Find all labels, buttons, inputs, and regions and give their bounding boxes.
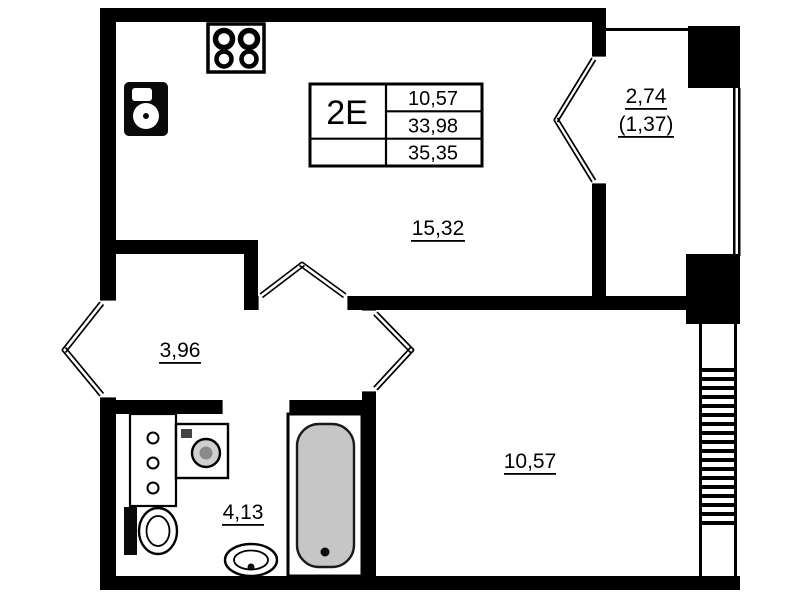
- washer-panel: [181, 429, 192, 438]
- label-underline: [222, 524, 264, 526]
- label-bedroom-area: 10,57: [504, 450, 557, 473]
- door-leaf: [299, 261, 347, 299]
- label-underline: [504, 473, 556, 475]
- stove-burner: [239, 49, 259, 69]
- bathtub-icon: [286, 412, 364, 578]
- entrance-door-swing-icon: [61, 301, 105, 397]
- unit-type-label: 2E: [326, 94, 368, 132]
- label-underline: [618, 136, 674, 138]
- wall-segment-hall-living-divider: [348, 296, 692, 310]
- sink-drain: [143, 113, 149, 119]
- unit-area-row-3: 35,35: [408, 143, 458, 165]
- toilet-bowl: [137, 506, 179, 556]
- wall-segment-bedroom-divider-lower: [362, 392, 376, 590]
- balcony-right-edge-inner: [733, 88, 736, 256]
- label-hallway-area: 3,96: [160, 339, 201, 362]
- label-balcony-reduced-area: (1,37): [619, 113, 674, 136]
- door-leaf: [61, 346, 105, 397]
- wall-segment-living-right-lower: [592, 184, 606, 310]
- info-table-border: [308, 82, 484, 168]
- cabinet-knob: [146, 431, 160, 445]
- wall-segment-bathroom-top-right: [290, 400, 362, 414]
- cabinet-knob: [146, 456, 160, 470]
- bathroom-cabinet-icon: [128, 412, 178, 508]
- label-underline: [411, 240, 465, 242]
- unit-area-row-2: 33,98: [408, 116, 458, 138]
- bedroom-window-hatch: [699, 324, 737, 576]
- stove-burner: [212, 27, 236, 51]
- walls: [100, 8, 740, 590]
- balcony-right-edge-outer: [738, 88, 741, 256]
- wall-segment-bottom: [100, 576, 740, 590]
- sink-faucet: [132, 88, 152, 101]
- wall-segment-left-upper: [100, 8, 116, 300]
- stove-icon: [206, 22, 266, 74]
- door-leaf: [61, 301, 105, 354]
- door-jambs: [100, 55, 606, 414]
- stove-burner: [237, 27, 261, 51]
- wall-segment-left-lower: [100, 398, 116, 590]
- door-leaf: [373, 311, 415, 354]
- door-swings: [61, 57, 597, 397]
- washer-door-center: [199, 446, 213, 460]
- wall-segment-bathroom-top-left: [116, 400, 222, 414]
- label-kitchen-living-area: 15,32: [412, 217, 465, 240]
- living-room-door-swing-icon: [259, 261, 347, 299]
- balcony-top-edge: [598, 28, 690, 31]
- toilet-tank: [124, 507, 137, 555]
- bedroom-door-swing-icon: [373, 311, 415, 391]
- toilet-bowl-inner: [145, 515, 171, 547]
- cabinet-knob: [146, 481, 160, 495]
- window-wall-inner-line: [699, 324, 702, 576]
- basin-outer: [223, 542, 279, 578]
- kitchen-sink-icon: [124, 82, 168, 136]
- washing-machine-icon: [174, 422, 230, 480]
- wall-segment-living-right-upper: [592, 8, 606, 56]
- window-wall-outer-line: [734, 324, 737, 576]
- wall-block-balcony-top: [688, 26, 740, 88]
- door-leaf: [259, 261, 306, 299]
- wall-segment-hall-step-vertical: [244, 240, 258, 310]
- room-labels: 15,32 3,96 4,13 10,57 2,74 (1,37): [159, 85, 674, 526]
- toilet-icon: [124, 506, 179, 556]
- unit-info-table: 2E 10,57 33,98 35,35: [308, 82, 484, 168]
- label-underline: [625, 108, 667, 110]
- stove-burner: [214, 49, 234, 69]
- basin-drain: [247, 563, 255, 571]
- wall-segment-bedroom-divider-top: [362, 296, 376, 310]
- bathtub-basin: [295, 422, 356, 569]
- door-leaf: [553, 117, 597, 183]
- wall-segment-top: [100, 8, 598, 22]
- wall-block-balcony-corner: [686, 254, 740, 324]
- wall-segment-hall-step-horizontal: [100, 240, 258, 254]
- balcony-thin-walls: [598, 28, 741, 256]
- balcony-door-swing-icon: [553, 57, 597, 183]
- door-leaf: [553, 57, 597, 123]
- label-underline: [159, 362, 201, 364]
- bathtub-drain: [320, 547, 330, 557]
- label-balcony-area: 2,74: [626, 85, 667, 108]
- door-leaf: [373, 346, 415, 391]
- window-glazing-stripes: [702, 368, 734, 528]
- washbasin-icon: [223, 542, 279, 578]
- unit-area-row-1: 10,57: [408, 88, 458, 110]
- label-bathroom-area: 4,13: [223, 501, 264, 524]
